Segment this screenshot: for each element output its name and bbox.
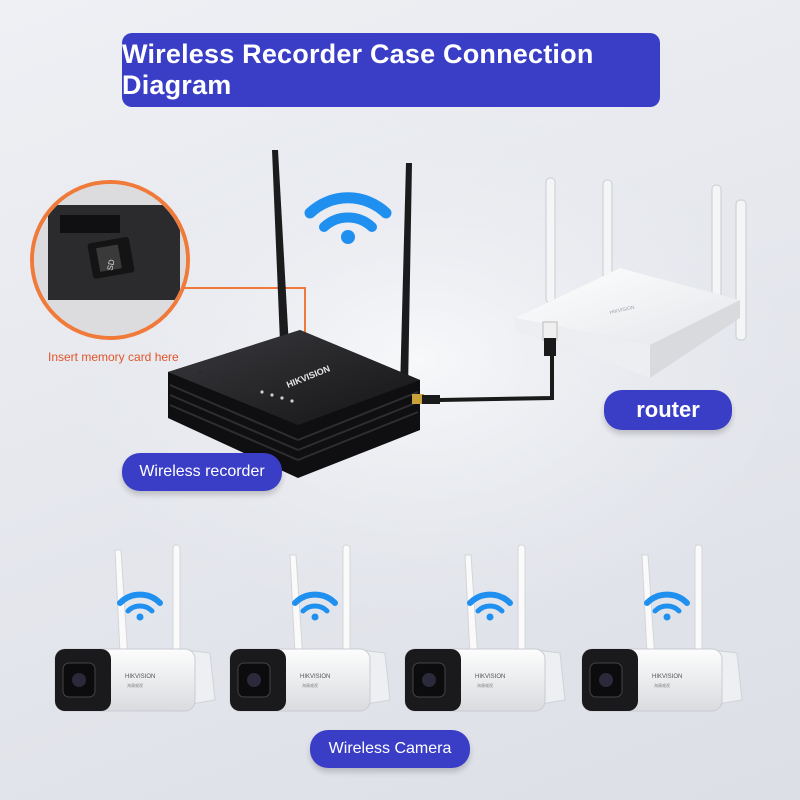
camera: HIKVISION 海康威视 [229,544,391,712]
recorder-label: Wireless recorder [122,453,282,491]
svg-text:海康威视: 海康威视 [477,682,493,688]
wifi-icon [467,591,513,621]
svg-text:SD: SD [106,259,117,272]
svg-text:HIKVISION: HIKVISION [475,674,505,680]
svg-text:HIKVISION: HIKVISION [300,674,330,680]
wireless-recorder: HIKVISION [168,150,424,478]
svg-text:HIKVISION: HIKVISION [125,674,155,680]
router-label: router [604,390,732,430]
memory-card-callout: SD [30,180,310,358]
camera: HIKVISION 海康威视 [54,544,216,712]
svg-text:海康威视: 海康威视 [302,682,318,688]
wifi-icon [644,591,690,621]
wifi-icon [117,591,163,621]
svg-text:HIKVISION: HIKVISION [652,674,682,680]
camera: HIKVISION 海康威视 [581,544,743,712]
ethernet-cable [422,356,554,404]
camera: HIKVISION 海康威视 [404,544,566,712]
memory-card-callout-label: Insert memory card here [48,350,179,364]
wifi-icon [304,192,392,244]
router: HIKVISION [515,177,747,378]
svg-text:海康威视: 海康威视 [654,682,670,688]
svg-text:海康威视: 海康威视 [127,682,143,688]
diagram-title: Wireless Recorder Case Connection Diagra… [122,33,660,107]
wifi-icon [292,591,338,621]
camera-label: Wireless Camera [310,730,470,768]
router-brand-label: HIKVISION [609,305,635,316]
